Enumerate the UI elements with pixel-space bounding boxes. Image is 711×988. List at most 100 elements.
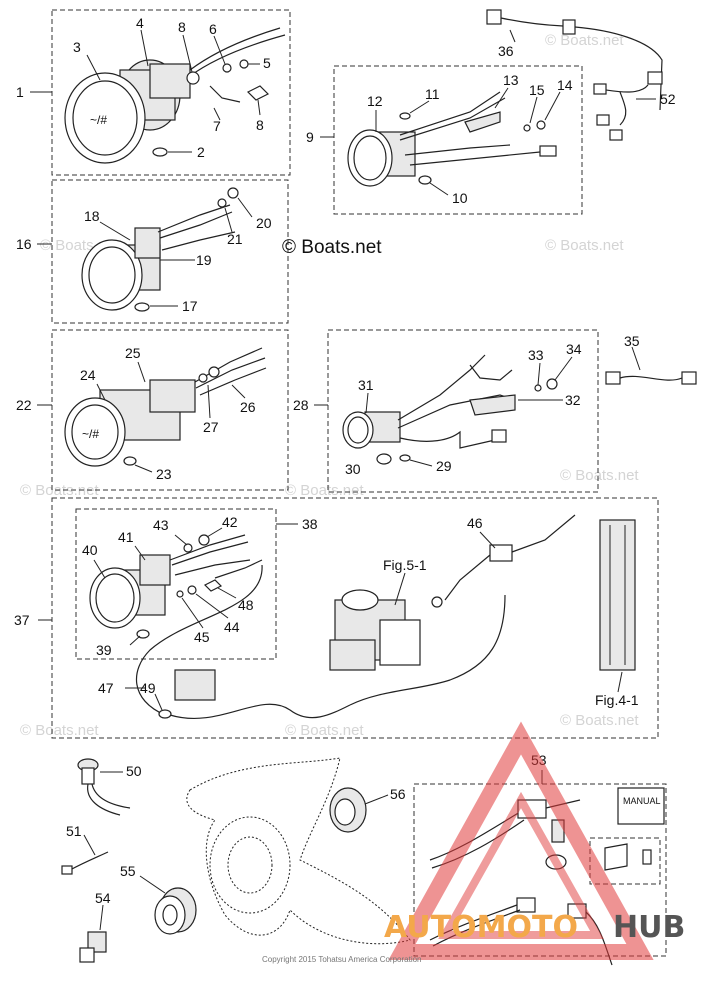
watermark: © Boats.net	[285, 482, 364, 499]
label-45: 45	[194, 629, 210, 645]
group-16-leaders	[37, 197, 253, 307]
part-55	[139, 875, 197, 935]
part-56	[329, 787, 389, 833]
harness-35	[605, 346, 697, 385]
part-51	[61, 834, 109, 875]
ref-fig4: Fig.4-1	[595, 692, 639, 708]
watermark: © Boats.net	[20, 722, 99, 739]
label-7: 7	[213, 118, 221, 134]
brand-watermark: AUTOMOTO HUB	[384, 721, 685, 960]
label-25: 25	[125, 345, 141, 361]
label-28: 28	[293, 397, 309, 413]
label-18: 18	[84, 208, 100, 224]
label-20: 20	[256, 215, 272, 231]
label-24: 24	[80, 367, 96, 383]
label-27: 27	[203, 419, 219, 435]
label-9: 9	[306, 129, 314, 145]
label-8: 8	[178, 19, 186, 35]
label-32: 32	[565, 392, 581, 408]
gauge-assembly-16	[81, 187, 239, 312]
label-33: 33	[528, 347, 544, 363]
label-39: 39	[96, 642, 112, 658]
watermark: © Boats.net	[545, 237, 624, 254]
label-16: 16	[16, 236, 32, 252]
label-46: 46	[467, 515, 483, 531]
speedometer-assembly	[347, 91, 557, 187]
tachometer-assembly: ~/#	[64, 27, 286, 164]
label-11: 11	[425, 86, 440, 102]
label-26: 26	[240, 399, 256, 415]
label-12: 12	[367, 93, 383, 109]
label-5: 5	[263, 55, 271, 71]
gauge-assembly-37	[89, 514, 636, 720]
group-box-22	[51, 329, 289, 491]
svg-text:~/#: ~/#	[90, 113, 107, 127]
svg-text:~/#: ~/#	[82, 427, 99, 441]
label-4: 4	[136, 15, 144, 31]
label-34: 34	[566, 341, 582, 357]
watermark: © Boats.net	[560, 467, 639, 484]
manual-label: MANUAL	[623, 796, 661, 806]
warning-triangle-icon	[388, 721, 654, 960]
label-8: 8	[256, 117, 264, 133]
label-2: 2	[197, 144, 205, 160]
group-box-28	[327, 329, 599, 493]
label-48: 48	[238, 597, 254, 613]
brand-name-dark: HUB	[613, 910, 685, 945]
harness-36-52	[486, 9, 663, 141]
label-41: 41	[118, 529, 134, 545]
label-50: 50	[126, 763, 142, 779]
label-36: 36	[498, 43, 514, 59]
label-1: 1	[16, 84, 24, 100]
label-42: 42	[222, 514, 238, 530]
label-10: 10	[452, 190, 468, 206]
watermark: © Boats.net	[285, 722, 364, 739]
label-47: 47	[98, 680, 114, 696]
group-box-53	[413, 783, 667, 957]
label-52: 52	[660, 91, 676, 107]
group-9-leaders	[320, 87, 561, 196]
group-22-leaders	[37, 361, 246, 473]
label-43: 43	[153, 517, 169, 533]
part-54	[79, 904, 107, 963]
label-55: 55	[120, 863, 136, 879]
part-50	[77, 758, 131, 816]
group-1-leaders	[30, 29, 261, 153]
label-31: 31	[358, 377, 374, 393]
label-56: 56	[390, 786, 406, 802]
label-40: 40	[82, 542, 98, 558]
label-54: 54	[95, 890, 111, 906]
group-37-leaders	[38, 523, 623, 711]
label-51: 51	[66, 823, 82, 839]
label-37: 37	[14, 612, 30, 628]
brand-name-accent: AUTOMOTO	[384, 910, 578, 945]
harness-leaders	[509, 29, 656, 100]
label-14: 14	[557, 77, 573, 93]
label-13: 13	[503, 72, 519, 88]
ref-fig5: Fig.5-1	[383, 557, 427, 573]
label-22: 22	[16, 397, 32, 413]
label-44: 44	[224, 619, 240, 635]
label-3: 3	[73, 39, 81, 55]
group-box-37	[51, 497, 659, 739]
watermark: © Boats.net	[545, 32, 624, 49]
label-38: 38	[302, 516, 318, 532]
label-6: 6	[209, 21, 217, 37]
label-30: 30	[345, 461, 361, 477]
label-21: 21	[227, 231, 243, 247]
gauge-assembly-28	[342, 354, 558, 465]
label-35: 35	[624, 333, 640, 349]
watermark: © Boats.net	[560, 712, 639, 729]
gauge-assembly-22: ~/#	[64, 347, 267, 467]
label-49: 49	[140, 680, 156, 696]
group-box-9	[333, 65, 583, 215]
label-19: 19	[196, 252, 212, 268]
label-15: 15	[529, 82, 545, 98]
propeller-outline	[186, 757, 411, 945]
label-17: 17	[182, 298, 198, 314]
group-box-16	[51, 179, 289, 324]
copyright: Copyright 2015 Tohatsu America Corporati…	[262, 955, 422, 964]
group-box-38	[75, 508, 277, 660]
label-23: 23	[156, 466, 172, 482]
